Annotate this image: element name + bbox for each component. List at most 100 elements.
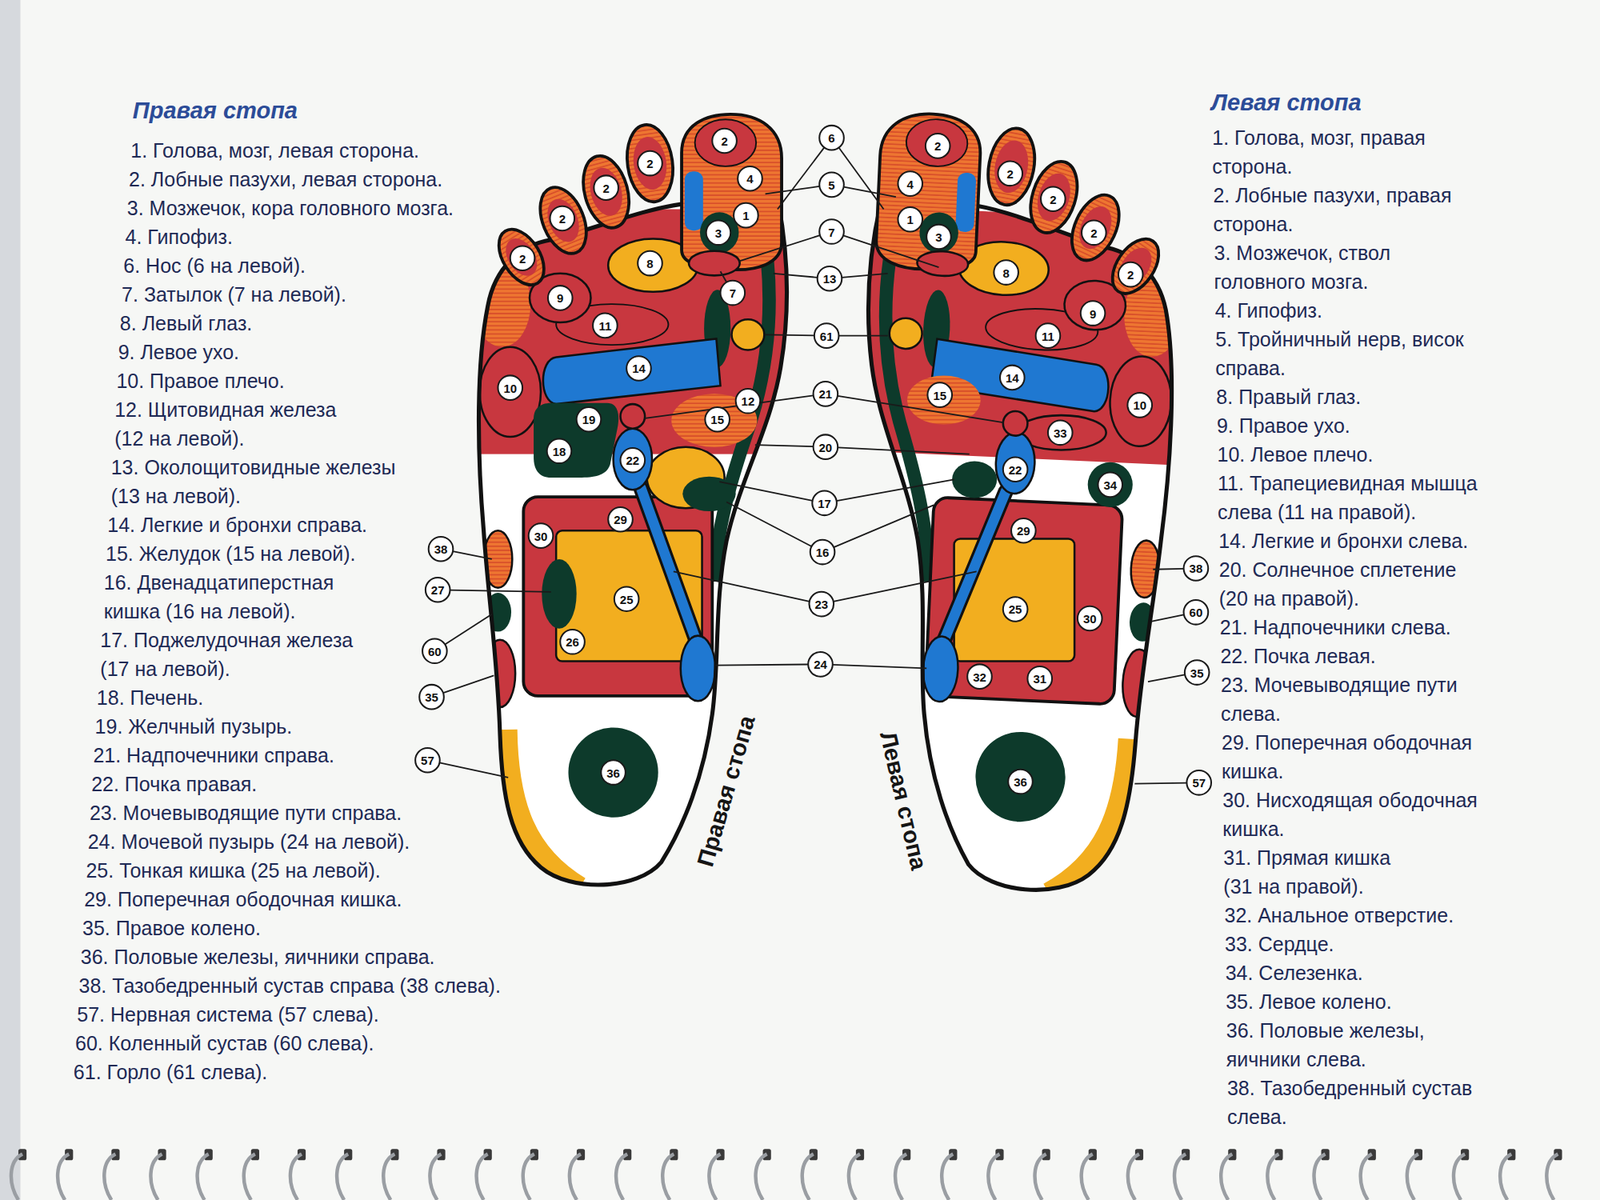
callout-number: 33 (1053, 426, 1068, 439)
binding-wire (895, 1154, 907, 1200)
callout-circle (1077, 606, 1103, 632)
leader-line (833, 571, 977, 602)
callout-circle (1184, 600, 1209, 625)
binding-ring (569, 1148, 585, 1200)
binding-ring (1360, 1148, 1376, 1200)
callout-number: 5 (828, 178, 835, 191)
binding-ring (756, 1148, 772, 1200)
callout-circle (1040, 186, 1066, 212)
binding-wire (476, 1154, 488, 1200)
callout-number: 6 (828, 132, 835, 144)
binding-ring (383, 1148, 399, 1200)
left-foot (921, 428, 1036, 706)
callout-circle (819, 125, 844, 151)
list-item: 1. Голова, мозг, правая сторона. (1212, 123, 1428, 181)
leader-line (836, 479, 955, 501)
callout-number: 36 (606, 766, 620, 779)
callout-circle (813, 381, 839, 407)
callout-circle (547, 438, 572, 464)
list-item: 35. Правое колено. (82, 913, 261, 943)
callout-circle (1080, 300, 1106, 326)
list-item: 18. Печень. (96, 683, 204, 712)
callout-circle (812, 491, 837, 516)
binding-wire (383, 1154, 395, 1200)
left-foot (817, 204, 1196, 899)
binding-wire (756, 1154, 768, 1200)
right-foot (671, 393, 757, 447)
binding-ring (429, 1148, 445, 1200)
callout-circle (733, 203, 759, 228)
list-item: 34. Селезенка. (1225, 958, 1364, 988)
binding-wire (1220, 1154, 1232, 1200)
left-foot (952, 461, 997, 499)
list-item: 5. Тройничный нерв, висок справа. (1215, 324, 1466, 383)
binding-ring (1174, 1148, 1190, 1200)
binding-wire (1360, 1154, 1372, 1200)
binding-wire (1407, 1154, 1419, 1200)
list-item: 32. Анальное отверстие. (1224, 900, 1454, 930)
list-item: 7. Затылок (7 на левой). (121, 280, 347, 309)
callout-number: 14 (632, 362, 646, 375)
callout-circle (593, 175, 619, 200)
binding-wire (1453, 1154, 1465, 1200)
callout-circle (528, 523, 554, 548)
callout-number: 29 (1016, 524, 1031, 537)
callout-number: 2 (646, 157, 653, 170)
binding-wire (244, 1154, 256, 1200)
callout-number: 25 (620, 592, 634, 605)
binding-ring (616, 1148, 632, 1200)
callout-number: 22 (1008, 463, 1023, 476)
callout-circle (1184, 660, 1210, 685)
list-item: 21. Надпочечники справа. (92, 740, 335, 770)
callout-number: 13 (823, 272, 837, 285)
callout-circle (967, 664, 992, 689)
callout-number: 35 (424, 691, 439, 704)
leader-line (1152, 568, 1184, 571)
callout-circle (1036, 323, 1061, 348)
callout-circle (706, 220, 732, 246)
callout-number: 12 (741, 395, 756, 408)
list-item: 61. Горло (61 слева). (73, 1057, 268, 1087)
callout-circle (620, 448, 646, 473)
right-foot (541, 559, 576, 629)
callout-circle (720, 280, 746, 306)
leader-line (719, 481, 812, 501)
callout-circle (637, 251, 663, 276)
callout-circle (497, 375, 523, 400)
list-item: 23. Мочевыводящие пути слева. (1220, 670, 1460, 728)
leader-line (841, 273, 888, 278)
callout-number: 36 (1013, 776, 1028, 788)
callout-circle (1003, 596, 1028, 622)
callout-circle (819, 172, 844, 198)
binding-wire (848, 1154, 860, 1200)
list-item: 57. Нервная система (57 слева). (76, 1000, 379, 1029)
binding-ring (1407, 1148, 1423, 1200)
list-item: 22. Почка левая. (1220, 641, 1376, 671)
callout-circle (510, 245, 536, 271)
callout-circle (637, 151, 663, 176)
callout-number: 2 (1127, 268, 1134, 281)
list-item: 24. Мочевой пузырь (24 на левой). (88, 827, 411, 856)
callout-circle (897, 171, 923, 196)
right-foot (464, 208, 812, 888)
callout-circle (712, 128, 737, 154)
callout-circle (927, 382, 952, 408)
leader-line (726, 502, 812, 547)
callout-circle (1003, 456, 1028, 482)
callout-number: 1 (742, 209, 749, 222)
binding-wire (1174, 1154, 1186, 1200)
callout-number: 24 (813, 658, 828, 671)
callout-number: 22 (625, 454, 640, 467)
callout-circle (808, 592, 834, 617)
binding-wire (941, 1154, 953, 1200)
binding-ring (523, 1148, 539, 1200)
binding-ring (1220, 1148, 1236, 1200)
binding-wire (569, 1154, 581, 1200)
leader-line (839, 148, 884, 210)
leader-line (832, 664, 927, 669)
callout-circle (1048, 420, 1073, 446)
list-item: 36. Половые железы, яичники справа. (80, 942, 436, 972)
leader-line (452, 551, 492, 560)
list-item: 9. Правое ухо. (1216, 411, 1351, 440)
